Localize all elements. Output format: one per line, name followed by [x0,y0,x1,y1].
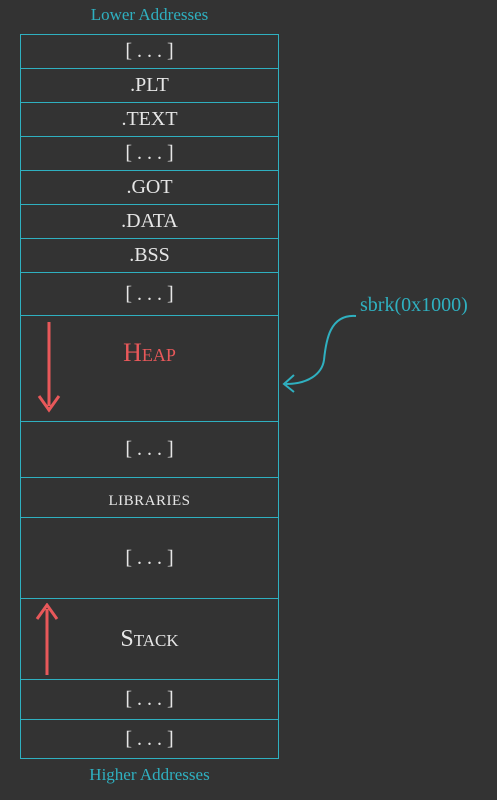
segment-label: .DATA [121,210,178,232]
segment-label: .GOT [126,176,173,198]
segment-gap-3: [ . . . ] [21,273,278,316]
segment-label: [ . . . ] [125,282,174,305]
segment-gap-4: [ . . . ] [21,422,278,478]
segment-heap: Heap [21,316,278,422]
heap-label: Heap [123,338,176,367]
segment-stack: Stack [21,599,278,680]
segment-label: libraries [108,484,191,510]
segment-label: [ . . . ] [125,688,174,710]
segment-gap-2: [ . . . ] [21,137,278,171]
segment-bss: .BSS [21,239,278,273]
segment-label: .PLT [130,74,169,96]
segment-gap-7: [ . . . ] [21,720,278,758]
lower-addresses-label: Lower Addresses [90,5,209,24]
sbrk-curved-arrow-icon [282,314,357,393]
segment-gap-6: [ . . . ] [21,680,278,720]
heap-growth-down-arrow-icon [37,322,61,413]
segment-libraries: libraries [21,478,278,518]
segment-label: [ . . . ] [125,727,174,750]
memory-map: [ . . . ] .PLT .TEXT [ . . . ] .GOT .DAT… [20,34,279,759]
segment-data: .DATA [21,205,278,239]
segment-label: [ . . . ] [125,546,174,569]
segment-gap-5: [ . . . ] [21,518,278,599]
segment-plt: .PLT [21,69,278,103]
sbrk-call-label: sbrk(0x1000) [360,294,468,316]
higher-addresses-label: Higher Addresses [89,765,210,784]
segment-gap-1: [ . . . ] [21,35,278,69]
segment-label: [ . . . ] [125,40,174,62]
stack-label: Stack [120,625,179,652]
segment-label: [ . . . ] [125,142,174,164]
segment-label: [ . . . ] [125,438,174,460]
stack-growth-up-arrow-icon [35,603,59,675]
segment-label: .TEXT [121,108,178,130]
segment-text: .TEXT [21,103,278,137]
segment-got: .GOT [21,171,278,205]
segment-label: .BSS [129,244,170,266]
